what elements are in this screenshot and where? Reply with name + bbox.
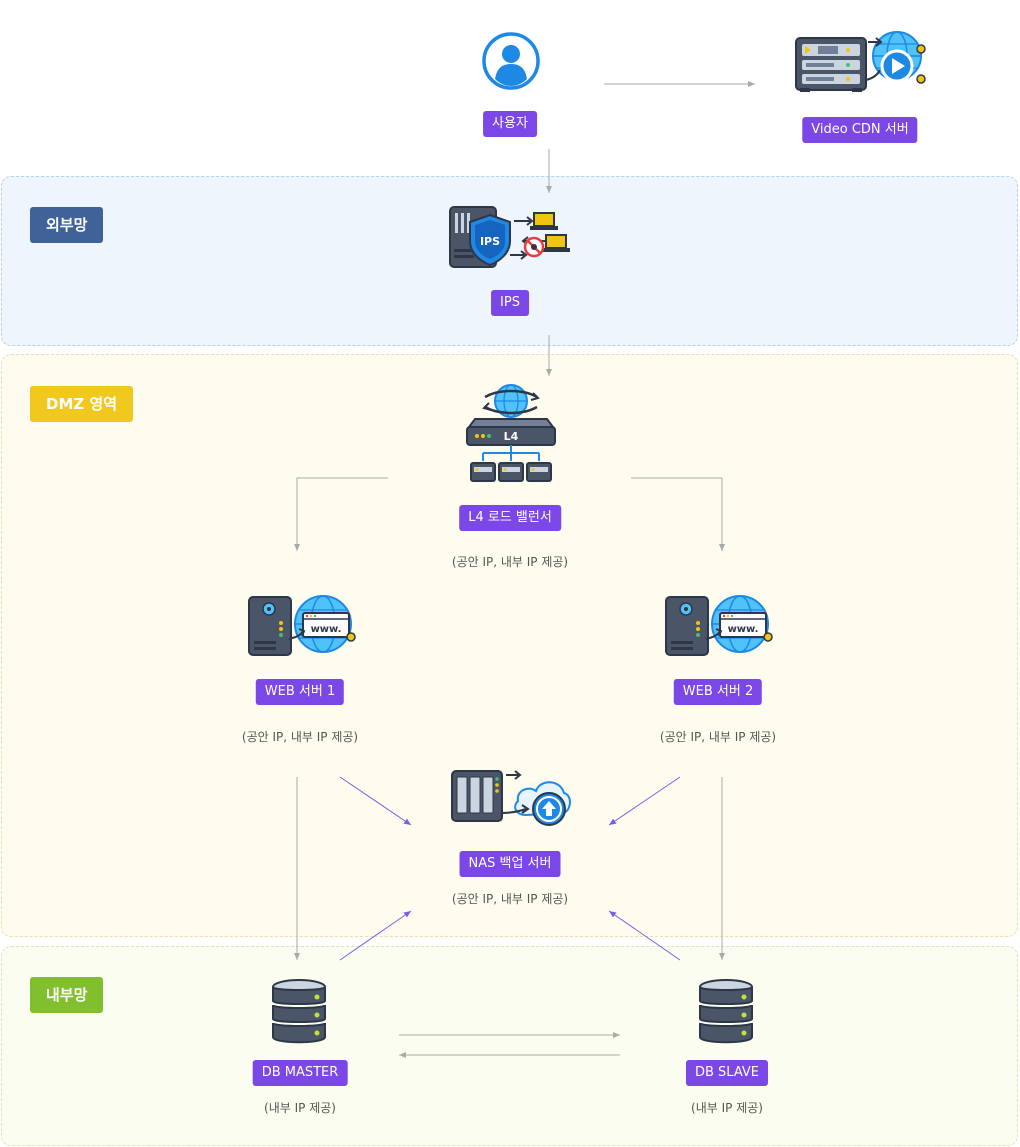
external-network-zone xyxy=(1,176,1018,346)
db-master-label: DB MASTER xyxy=(252,1060,348,1086)
web-server-1-label: WEB 서버 1 xyxy=(255,679,345,705)
ips-label: IPS xyxy=(491,290,529,316)
l4-load-balancer-icon: L4 xyxy=(466,384,556,482)
nas-backup-server-label: NAS 백업 서버 xyxy=(459,851,561,877)
web-server-1-ip-note: (공안 IP, 내부 IP 제공) xyxy=(241,730,359,744)
ips-firewall-icon: IPS xyxy=(449,206,570,268)
web-server-1-icon: www. xyxy=(248,595,356,656)
arrow-db-slave-to-nas xyxy=(608,910,681,961)
db-slave-label: DB SLAVE xyxy=(685,1060,769,1086)
web-server-2-label: WEB 서버 2 xyxy=(673,679,763,705)
ips-icon-text: IPS xyxy=(480,235,500,248)
db-master-database-icon xyxy=(272,979,326,1044)
external-network-label: 외부망 xyxy=(30,207,104,243)
web-server-1-icon-text: www. xyxy=(311,624,342,635)
video-cdn-server-icon xyxy=(795,31,926,92)
arrow-l4-to-web2 xyxy=(631,477,725,551)
arrow-db-master-to-nas xyxy=(339,910,412,961)
nas-backup-server-icon xyxy=(451,770,571,826)
arrow-web2-to-nas xyxy=(608,776,681,826)
l4-load-balancer-label: L4 로드 밸런서 xyxy=(459,505,561,531)
l4-icon-text: L4 xyxy=(504,430,519,443)
l4-load-balancer-ip-note: (공안 IP, 내부 IP 제공) xyxy=(451,555,569,569)
nas-backup-server-ip-note: (공안 IP, 내부 IP 제공) xyxy=(451,892,569,906)
arrow-web1-to-nas xyxy=(339,776,412,826)
db-slave-ip-note: (내부 IP 제공) xyxy=(691,1101,763,1115)
video-cdn-server-label: Video CDN 서버 xyxy=(802,117,918,143)
internal-network-label: 내부망 xyxy=(30,977,104,1013)
user-icon xyxy=(482,32,540,90)
internal-network-zone xyxy=(1,946,1018,1146)
dmz-label: DMZ 영역 xyxy=(30,386,134,422)
db-slave-database-icon xyxy=(699,979,753,1044)
arrow-l4-to-web1 xyxy=(294,477,388,551)
db-master-ip-note: (내부 IP 제공) xyxy=(264,1101,336,1115)
web-server-2-ip-note: (공안 IP, 내부 IP 제공) xyxy=(659,730,777,744)
web-server-2-icon-text: www. xyxy=(728,624,759,635)
dmz-zone xyxy=(1,354,1018,937)
web-server-2-icon: www. xyxy=(665,595,773,656)
user-label: 사용자 xyxy=(483,111,537,137)
